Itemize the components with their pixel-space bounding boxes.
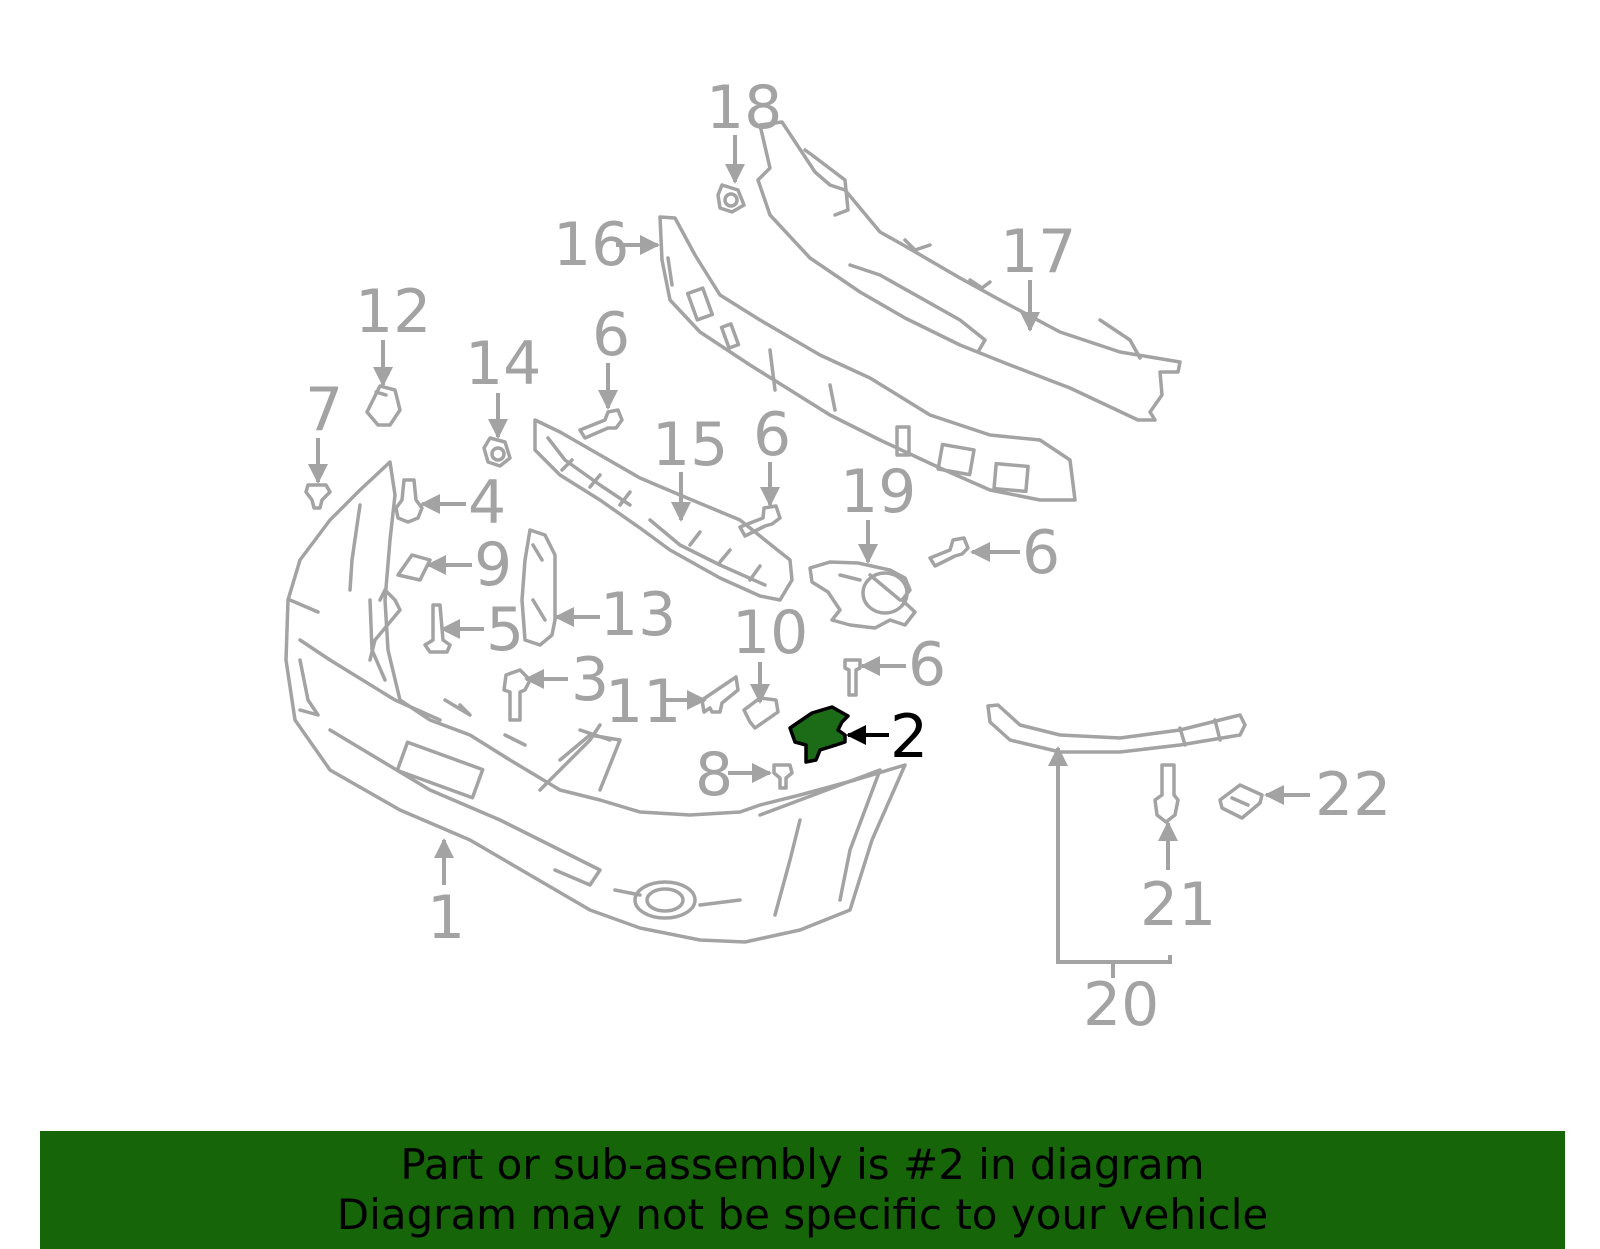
- part-2-highlighted: [788, 705, 850, 764]
- callout-2: 2: [890, 702, 928, 772]
- part-16-absorber: [658, 215, 1077, 502]
- callout-21: 21: [1140, 870, 1216, 940]
- callout-17: 17: [1000, 217, 1076, 287]
- callout-15: 15: [652, 410, 728, 480]
- callout-20: 20: [1083, 970, 1159, 1040]
- part-12-clip: [365, 384, 402, 427]
- callout-10: 10: [732, 598, 808, 668]
- part-4-bolt: [394, 478, 424, 524]
- part-21-bolt: [1153, 763, 1180, 824]
- banner-line-2: Diagram may not be specific to your vehi…: [336, 1190, 1269, 1239]
- part-15-grille: [533, 418, 794, 602]
- callout-22: 22: [1315, 760, 1391, 830]
- callout-19: 19: [840, 457, 916, 527]
- callout-3: 3: [571, 645, 609, 715]
- callout-12: 12: [355, 277, 431, 347]
- parts-diagram: 18 16 17 12 6 14 7 15 6 4 19 6 9 13 5 10…: [284, 73, 1391, 1040]
- callout-13: 13: [600, 580, 676, 650]
- part-10-clip: [742, 696, 780, 730]
- callout-8: 8: [695, 740, 733, 810]
- callout-1: 1: [427, 883, 465, 953]
- info-banner: Part or sub-assembly is #2 in diagram Di…: [40, 1131, 1565, 1249]
- callout-16: 16: [553, 210, 629, 280]
- callout-6-d: 6: [908, 630, 946, 700]
- part-19-fog-lamp: [808, 560, 917, 630]
- part-1-bumper-cover: [284, 460, 907, 944]
- part-6-screw-a: [578, 408, 624, 440]
- part-20-strip: [986, 703, 1247, 754]
- leader-lines: [308, 135, 1310, 978]
- callout-labels: 18 16 17 12 6 14 7 15 6 4 19 6 9 13 5 10…: [305, 73, 1391, 1040]
- banner-line-1: Part or sub-assembly is #2 in diagram: [400, 1140, 1205, 1189]
- callout-7: 7: [305, 375, 343, 445]
- callout-6-c: 6: [1022, 518, 1060, 588]
- callout-9: 9: [474, 530, 512, 600]
- callout-6-b: 6: [753, 400, 791, 470]
- part-18-nut: [716, 183, 746, 214]
- callout-18: 18: [706, 73, 782, 143]
- part-7-clip: [304, 483, 332, 510]
- callout-11: 11: [605, 667, 681, 737]
- part-14-nut: [482, 436, 512, 468]
- callout-5: 5: [486, 595, 524, 665]
- part-6-screw-d: [843, 658, 862, 697]
- part-8-clip: [772, 763, 794, 790]
- part-11-bracket: [700, 675, 740, 714]
- part-5-pin: [423, 603, 452, 654]
- part-6-screw-b: [738, 504, 782, 538]
- part-6-screw-c: [928, 536, 970, 568]
- callout-6-a: 6: [592, 300, 630, 370]
- part-17-reinforcement: [756, 120, 1182, 422]
- part-22-nut: [1218, 783, 1264, 820]
- callout-4: 4: [468, 468, 506, 538]
- callout-14: 14: [465, 329, 541, 399]
- part-13-deflector: [520, 528, 557, 647]
- part-9-clip: [396, 553, 432, 582]
